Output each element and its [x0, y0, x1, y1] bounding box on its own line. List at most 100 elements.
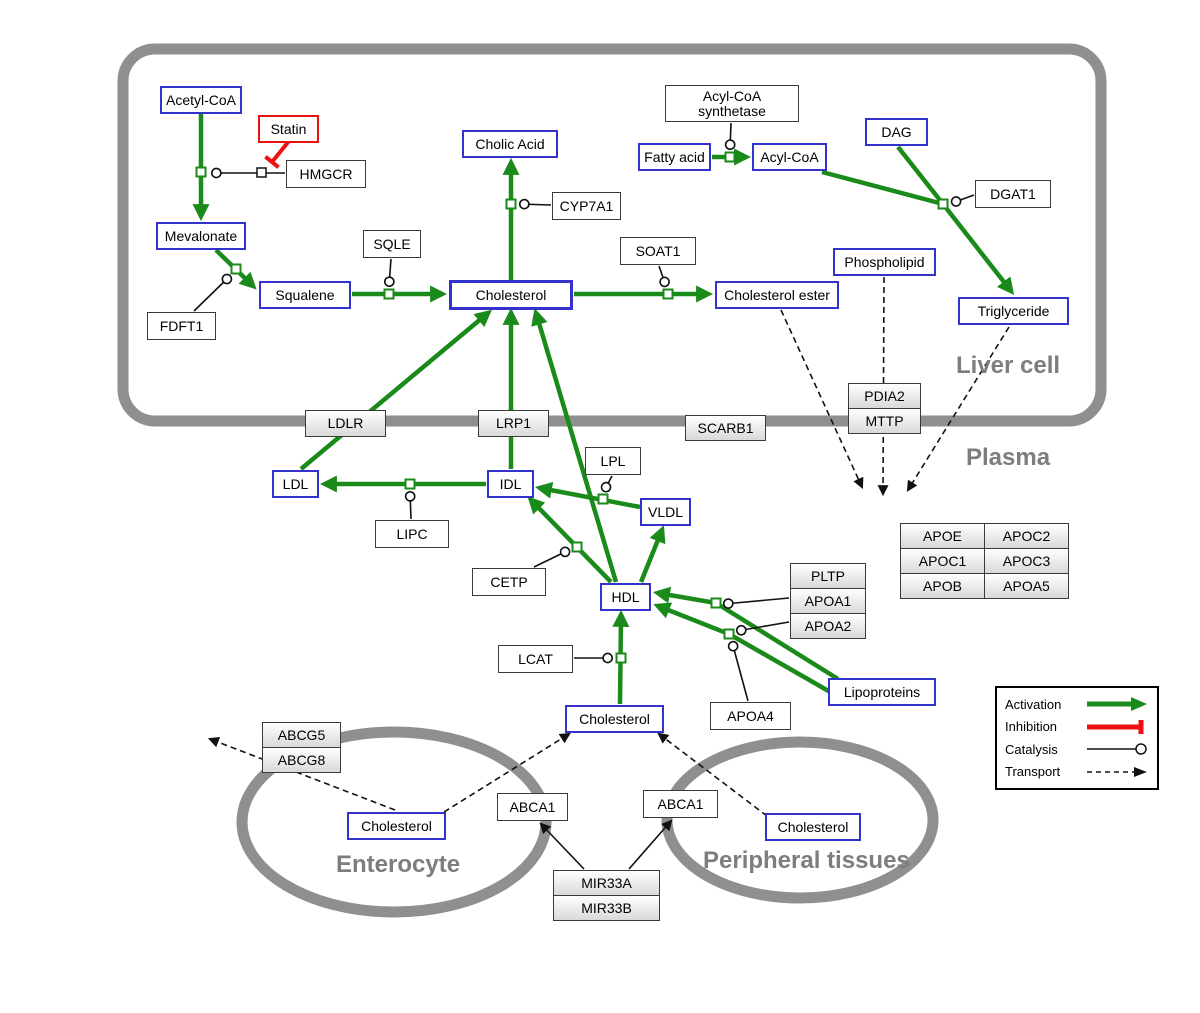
node-abcg8[interactable]: ABCG8: [262, 747, 341, 773]
edge-mir33-to-abca1-peripheral: [628, 819, 673, 870]
node-cholesterol-liver[interactable]: Cholesterol: [449, 280, 573, 310]
node-hdl[interactable]: HDL: [600, 583, 651, 611]
catalysis-sqle: [383, 258, 395, 288]
node-vldl[interactable]: VLDL: [640, 498, 691, 526]
node-sqle[interactable]: SQLE: [363, 230, 421, 258]
node-cholic-acid[interactable]: Cholic Acid: [462, 130, 558, 158]
node-cetp[interactable]: CETP: [472, 568, 546, 596]
legend-row-catalysis: Catalysis: [1005, 741, 1149, 757]
node-triglyceride[interactable]: Triglyceride: [958, 297, 1069, 325]
node-cholesterol-ester[interactable]: Cholesterol ester: [715, 281, 839, 309]
edge-dgat-node-to-triglyceride: [941, 202, 1015, 296]
node-abca1-peripheral[interactable]: ABCA1: [643, 790, 718, 818]
catalysis-edges: [193, 122, 975, 702]
node-abca1-enterocyte[interactable]: ABCA1: [497, 793, 568, 821]
transport-phospholipid-to-plasma: [877, 276, 889, 497]
node-apoa4[interactable]: APOA4: [710, 702, 791, 730]
node-abcg5[interactable]: ABCG5: [262, 722, 341, 748]
statin-target-node: [256, 167, 267, 178]
peripheral-tissues-label: Peripheral tissues: [703, 847, 910, 874]
node-lpl[interactable]: LPL: [585, 447, 641, 475]
catalysis-apoa4: [727, 640, 749, 702]
process-nodes: [195, 151, 949, 664]
transport-enterocyte-cholesterol-to-plasma: [443, 732, 571, 813]
node-pdia2[interactable]: PDIA2: [848, 383, 921, 409]
process-node: [571, 541, 583, 553]
process-node: [230, 263, 242, 275]
edge-mir33-to-abca1-enterocyte: [539, 822, 585, 870]
node-lcat[interactable]: LCAT: [498, 645, 573, 673]
apo-table-cell[interactable]: APOC3: [984, 548, 1069, 574]
mir33-edges: [539, 819, 673, 870]
enterocyte-label: Enterocyte: [336, 851, 461, 878]
process-node: [723, 628, 735, 640]
node-soat1[interactable]: SOAT1: [620, 237, 696, 265]
node-dgat1[interactable]: DGAT1: [975, 180, 1051, 208]
node-mir33b[interactable]: MIR33B: [553, 895, 660, 921]
process-node: [662, 288, 674, 300]
node-phospholipid[interactable]: Phospholipid: [833, 248, 936, 276]
node-mir33a[interactable]: MIR33A: [553, 870, 660, 896]
node-pltp[interactable]: PLTP: [790, 563, 866, 589]
node-cholesterol-enterocyte[interactable]: Cholesterol: [347, 812, 446, 840]
edge-acylcoa-to-dgat-node: [821, 169, 944, 207]
edge-ldl-to-liver-cholesterol: [299, 309, 492, 471]
node-apoa2[interactable]: APOA2: [790, 613, 866, 639]
node-apoa1[interactable]: APOA1: [790, 588, 866, 614]
transport-arrow-icon: [1087, 766, 1147, 777]
process-node: [597, 493, 609, 505]
node-statin[interactable]: Statin: [258, 115, 319, 143]
catalysis-acylcoa-synthetase: [724, 122, 736, 151]
catalysis-circle-icon: [1087, 743, 1147, 755]
node-hmgcr[interactable]: HMGCR: [286, 160, 366, 188]
node-cholesterol-plasma[interactable]: Cholesterol: [565, 705, 664, 733]
node-cyp7a1[interactable]: CYP7A1: [552, 192, 621, 220]
process-node: [724, 151, 736, 163]
catalysis-dgat1: [950, 194, 975, 207]
activation-arrow-icon: [1087, 697, 1147, 712]
node-lipc[interactable]: LIPC: [375, 520, 449, 548]
node-acyl-coa[interactable]: Acyl-CoA: [752, 143, 827, 171]
node-ldl[interactable]: LDL: [272, 470, 319, 498]
apo-table-cell[interactable]: APOC2: [984, 523, 1069, 549]
transport-peripheral-cholesterol-to-plasma: [657, 732, 768, 817]
node-fatty-acid[interactable]: Fatty acid: [638, 143, 711, 171]
apo-table-cell[interactable]: APOC1: [900, 548, 985, 574]
catalysis-lipc: [404, 490, 416, 520]
node-lrp1[interactable]: LRP1: [478, 410, 549, 437]
inhibition-statin-hmgcr: [264, 139, 291, 169]
inhibition-tbar-icon: [1087, 719, 1144, 734]
activation-edges: [192, 114, 1015, 705]
node-cholesterol-peripheral[interactable]: Cholesterol: [765, 813, 861, 841]
node-lipoproteins[interactable]: Lipoproteins: [828, 678, 936, 706]
process-node: [505, 198, 517, 210]
apo-table-cell[interactable]: APOE: [900, 523, 985, 549]
inhibition-edges: [264, 139, 291, 169]
legend: Activation Inhibition Catalysis Transpor…: [995, 686, 1159, 790]
plasma-label: Plasma: [966, 444, 1051, 471]
node-acetyl-coa[interactable]: Acetyl-CoA: [160, 86, 242, 114]
legend-activation-label: Activation: [1005, 696, 1062, 712]
apo-table-cell[interactable]: APOA5: [984, 573, 1069, 599]
node-squalene[interactable]: Squalene: [259, 281, 351, 309]
node-ldlr[interactable]: LDLR: [305, 410, 386, 437]
liver-cell-label: Liver cell: [956, 352, 1061, 379]
node-idl[interactable]: IDL: [487, 470, 534, 498]
process-node: [710, 597, 722, 609]
catalysis-pltp-stack-upper: [722, 597, 790, 609]
node-acyl-coa-synthetase[interactable]: Acyl-CoA synthetase: [665, 85, 799, 122]
process-node: [404, 478, 416, 490]
transport-cholesterol-ester-to-plasma: [780, 309, 864, 490]
node-scarb1[interactable]: SCARB1: [685, 415, 766, 441]
edge-dag-to-dgat-node: [896, 145, 945, 206]
apo-table-cell[interactable]: APOB: [900, 573, 985, 599]
node-dag[interactable]: DAG: [865, 118, 928, 146]
node-mttp[interactable]: MTTP: [848, 408, 921, 434]
edge-vldl-to-idl: [534, 481, 641, 510]
catalysis-cetp: [533, 546, 571, 568]
node-mevalonate[interactable]: Mevalonate: [156, 222, 246, 250]
node-fdft1[interactable]: FDFT1: [147, 312, 216, 340]
process-node: [383, 288, 395, 300]
